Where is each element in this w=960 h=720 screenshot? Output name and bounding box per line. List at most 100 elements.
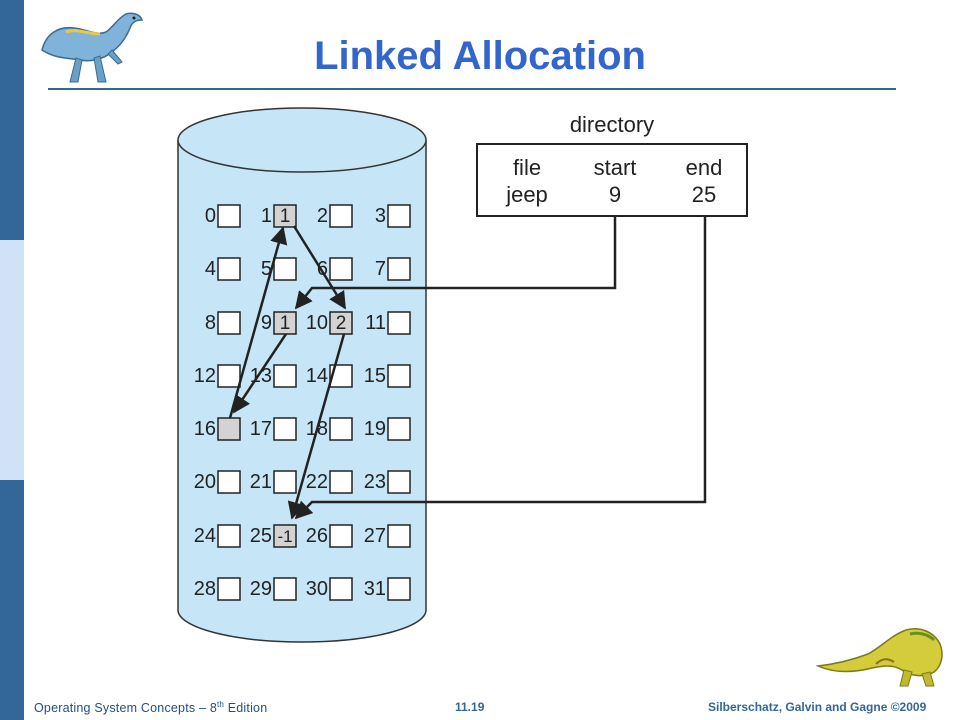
block-number-3: 3 <box>375 205 386 227</box>
disk-block-23: 23 <box>364 470 411 494</box>
block-number-23: 23 <box>364 471 386 493</box>
block-box-5 <box>273 257 297 281</box>
block-number-0: 0 <box>205 205 216 227</box>
directory-table: directory file start end jeep 9 25 <box>476 112 748 217</box>
footer-course-sup: th <box>216 700 225 709</box>
block-box-18 <box>329 417 353 441</box>
disk-block-4: 4 <box>205 257 241 281</box>
arrow-end-to-block25 <box>294 216 707 520</box>
block-number-27: 27 <box>364 525 386 547</box>
block-box-10 <box>329 311 353 335</box>
block-number-7: 7 <box>375 258 386 280</box>
disk-block-5: 5 <box>261 257 297 281</box>
block-number-11: 11 <box>365 312 386 334</box>
block-box-4 <box>217 257 241 281</box>
block-number-25: 25 <box>250 525 272 547</box>
page-number: 11.19 <box>455 700 485 714</box>
block-box-22 <box>329 470 353 494</box>
disk-block-15: 15 <box>364 364 411 388</box>
block-box-24 <box>217 524 241 548</box>
block-pointer-25: -1 <box>277 527 292 546</box>
block-box-7 <box>387 257 411 281</box>
sidebar-band-middle <box>0 240 24 480</box>
disk-block-16: 16 <box>194 417 241 441</box>
block-number-2: 2 <box>317 205 328 227</box>
disk-block-30: 30 <box>306 577 353 601</box>
block-box-31 <box>387 577 411 601</box>
directory-header-end: end <box>686 155 723 180</box>
disk-block-17: 17 <box>250 417 297 441</box>
block-box-21 <box>273 470 297 494</box>
block-number-16: 16 <box>194 418 216 440</box>
block-box-0 <box>217 204 241 228</box>
block-number-26: 26 <box>306 525 328 547</box>
block-number-14: 14 <box>306 365 328 387</box>
dinosaur-logo-top <box>41 12 144 83</box>
block-box-25 <box>273 524 297 548</box>
arrow-block1-to-block10 <box>292 225 347 310</box>
disk-block-8: 8 <box>205 311 241 335</box>
directory-cell-file: jeep <box>505 182 548 207</box>
title-rule <box>48 88 896 90</box>
block-box-19 <box>387 417 411 441</box>
disk-block-28: 28 <box>194 577 241 601</box>
disk-block-26: 26 <box>306 524 353 548</box>
block-number-29: 29 <box>250 578 272 600</box>
disk-block-19: 19 <box>364 417 411 441</box>
footer-copyright: Silberschatz, Galvin and Gagne ©2009 <box>708 700 927 714</box>
disk-block-3: 3 <box>375 204 411 228</box>
directory-header-file: file <box>513 155 541 180</box>
pointer-arrows <box>228 216 707 520</box>
disk-block-6: 6 <box>317 257 353 281</box>
footer-course-title: Operating System Concepts – 8th Edition <box>34 700 267 715</box>
block-box-23 <box>387 470 411 494</box>
block-number-15: 15 <box>364 365 386 387</box>
disk-block-24: 24 <box>194 524 241 548</box>
block-number-9: 9 <box>261 312 272 334</box>
block-number-21: 21 <box>250 471 272 493</box>
disk-block-7: 7 <box>375 257 411 281</box>
disk-block-25: 25 -1 <box>250 524 297 548</box>
disk-block-20: 20 <box>194 470 241 494</box>
arrow-block16-to-block1 <box>228 226 288 419</box>
block-box-28 <box>217 577 241 601</box>
block-number-30: 30 <box>306 578 328 600</box>
slide-title: Linked Allocation <box>314 34 646 78</box>
block-pointer-9: 1 <box>280 313 291 334</box>
block-box-20 <box>217 470 241 494</box>
block-box-12 <box>217 364 241 388</box>
block-number-22: 22 <box>306 471 328 493</box>
arrow-block9-to-block16 <box>232 333 288 414</box>
block-box-8 <box>217 311 241 335</box>
block-number-4: 4 <box>205 258 216 280</box>
disk-block-22: 22 <box>306 470 353 494</box>
directory-header-start: start <box>594 155 637 180</box>
block-number-1: 1 <box>261 205 272 227</box>
disk-block-2: 2 <box>317 204 353 228</box>
disk-block-27: 27 <box>364 524 411 548</box>
block-number-6: 6 <box>317 258 328 280</box>
block-box-27 <box>387 524 411 548</box>
block-number-24: 24 <box>194 525 216 547</box>
block-number-28: 28 <box>194 578 216 600</box>
disk-block-21: 21 <box>250 470 297 494</box>
block-box-13 <box>273 364 297 388</box>
block-number-10: 10 <box>306 312 328 334</box>
block-box-11 <box>387 311 411 335</box>
arrow-block10-to-block25 <box>287 333 346 520</box>
block-box-6 <box>329 257 353 281</box>
block-number-19: 19 <box>364 418 386 440</box>
block-number-20: 20 <box>194 471 216 493</box>
disk-block-31: 31 <box>364 577 411 601</box>
block-box-15 <box>387 364 411 388</box>
disk-block-14: 14 <box>306 364 353 388</box>
block-number-17: 17 <box>250 418 272 440</box>
block-number-8: 8 <box>205 312 216 334</box>
block-number-12: 12 <box>194 365 216 387</box>
block-box-26 <box>329 524 353 548</box>
